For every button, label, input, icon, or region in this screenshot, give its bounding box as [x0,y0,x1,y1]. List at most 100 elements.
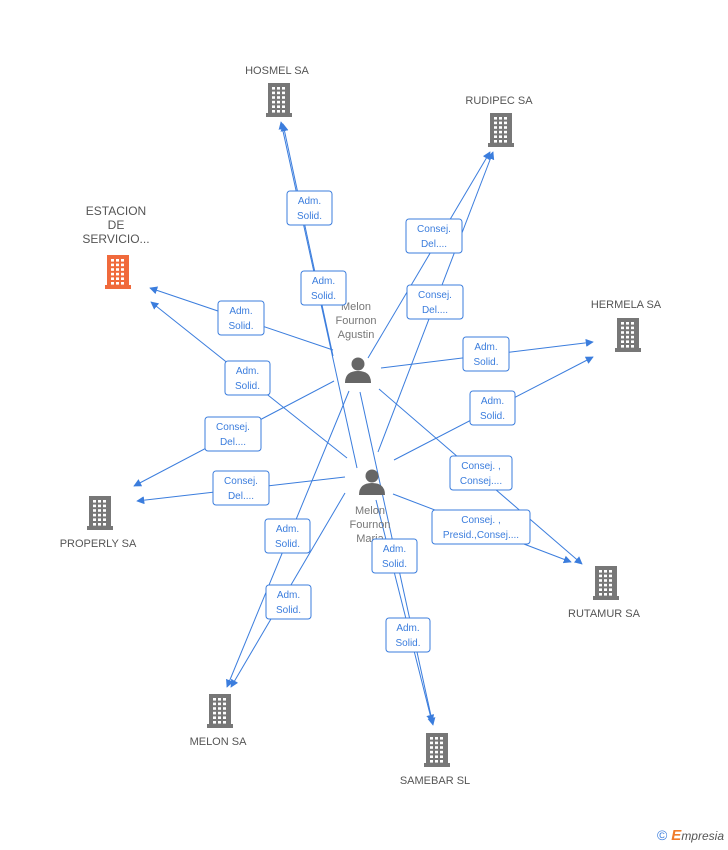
company-building-icon-rutamur[interactable] [593,566,619,600]
person-icon-agustin[interactable] [345,357,371,384]
edge-label-text: Solid. [473,357,498,368]
edge-label-text: Consej.... [460,476,502,487]
edge-label-maria-hosmel[interactable]: Adm. Solid. [300,270,347,306]
edge-label-text: Adm. [396,623,419,634]
edge-label-maria-melon[interactable]: Adm. Solid. [265,584,312,620]
edge-label-text: Solid. [297,211,322,222]
edge-label-text: Del.... [421,239,447,250]
copyright-icon: © [656,827,668,843]
edge-label-text: Solid. [395,638,420,649]
edge-label-text: Solid. [228,321,253,332]
edge-label-text: Del.... [228,491,254,502]
brand-name: mpresia [681,829,724,843]
company-label-hosmel[interactable]: HOSMEL SA [245,65,309,77]
edge-label-text: Solid. [276,605,301,616]
edge-label-text: Solid. [275,539,300,550]
person-icon-maria[interactable] [359,469,385,496]
edge-label-box[interactable] [371,538,418,574]
edge-label-text: Presid.,Consej.... [443,530,519,541]
edge-label-agustin-estacion[interactable]: Adm. Solid. [217,300,265,336]
company-label-melon[interactable]: MELON SA [190,736,248,748]
company-label-estacion[interactable]: ESTACION [86,204,146,218]
edge-label-agustin-melon[interactable]: Adm. Solid. [264,518,311,554]
edge-label-box[interactable] [431,509,531,545]
edge-label-agustin-properly[interactable]: Consej. Del.... [204,416,262,452]
edge-label-maria-rudipec[interactable]: Consej. Del.... [406,284,464,320]
edge-label-text: Consej. , [461,515,500,526]
company-building-icon-melon[interactable] [207,694,233,728]
company-label-properly[interactable]: PROPERLY SA [60,538,137,550]
edge-label-maria-hermela[interactable]: Adm. Solid. [469,390,516,426]
company-label-estacion[interactable]: DE [108,218,125,232]
edge-maria-to-samebar [375,499,435,723]
company-label-rudipec[interactable]: RUDIPEC SA [465,95,533,107]
edge-label-text: Adm. [277,590,300,601]
edge-label-box[interactable] [385,617,431,653]
edge-label-text: Adm. [229,306,252,317]
edge-label-box[interactable] [406,284,464,320]
edge-label-text: Consej. , [461,461,500,472]
edge-label-text: Consej. [417,224,451,235]
edge-label-text: Solid. [480,411,505,422]
person-label-maria[interactable]: Fournon [350,519,391,531]
edge-label-box[interactable] [405,218,463,254]
edge-label-maria-properly[interactable]: Consej. Del.... [212,470,270,506]
edge-label-text: Consej. [216,422,250,433]
person-label-agustin[interactable]: Agustin [338,329,375,341]
edge-label-box[interactable] [265,584,312,620]
edge-label-box[interactable] [217,300,265,336]
edge-label-text: Consej. [418,290,452,301]
edge-label-text: Solid. [311,291,336,302]
edge-label-text: Adm. [481,396,504,407]
edge-label-box[interactable] [449,455,513,491]
edge-label-text: Adm. [236,366,259,377]
edge-label-box[interactable] [264,518,311,554]
company-building-icon-hermela[interactable] [615,318,641,352]
edge-agustin-to-rudipec [367,151,491,359]
edge-label-agustin-rutamur[interactable]: Consej. , Consej.... [449,455,513,491]
edge-label-maria-samebar[interactable]: Adm. Solid. [371,538,418,574]
edge-label-agustin-rudipec[interactable]: Consej. Del.... [405,218,463,254]
edge-label-agustin-samebar[interactable]: Adm. Solid. [385,617,431,653]
nodes-layer: HOSMEL SA RUDIPEC SA ESTACIONDESERVICIO...… [60,65,662,787]
edge-label-box[interactable] [204,416,262,452]
edge-label-box[interactable] [212,470,270,506]
edge-label-box[interactable] [300,270,347,306]
edge-label-text: Adm. [383,544,406,555]
edge-label-text: Solid. [235,381,260,392]
person-label-agustin[interactable]: Fournon [336,315,377,327]
edge-labels-layer: Adm.Solid.Adm.Solid.Consej.Del....Consej… [204,190,531,653]
edge-label-agustin-hermela[interactable]: Adm. Solid. [462,336,510,372]
edge-label-text: Solid. [382,559,407,570]
brand-logo-letter: E [671,827,682,844]
company-label-estacion[interactable]: SERVICIO... [82,232,149,246]
edge-label-box[interactable] [469,390,516,426]
company-building-icon-rudipec[interactable] [488,113,514,147]
edge-label-maria-estacion[interactable]: Adm. Solid. [224,360,271,396]
person-label-agustin[interactable]: Melon [341,301,371,313]
edge-label-box[interactable] [462,336,510,372]
company-label-samebar[interactable]: SAMEBAR SL [400,775,470,787]
edges-layer [133,121,594,726]
company-building-icon-properly[interactable] [87,496,113,530]
edge-agustin-to-hosmel [280,123,334,357]
edge-label-box[interactable] [224,360,271,396]
company-building-icon-estacion[interactable] [105,255,131,289]
edge-label-maria-rutamur[interactable]: Consej. , Presid.,Consej.... [431,509,531,545]
edge-label-text: Adm. [474,342,497,353]
company-building-icon-hosmel[interactable] [266,83,292,117]
edge-label-box[interactable] [286,190,333,226]
edge-label-text: Adm. [298,196,321,207]
edge-label-text: Adm. [312,276,335,287]
person-label-maria[interactable]: Melon [355,505,385,517]
company-label-hermela[interactable]: HERMELA SA [591,299,662,311]
company-label-rutamur[interactable]: RUTAMUR SA [568,608,641,620]
edge-label-text: Adm. [276,524,299,535]
company-building-icon-samebar[interactable] [424,733,450,767]
footer-brand[interactable]: ©Empresia [657,827,724,844]
edge-label-text: Consej. [224,476,258,487]
edge-label-text: Del.... [220,437,246,448]
edge-label-text: Del.... [422,305,448,316]
edge-label-agustin-hosmel[interactable]: Adm. Solid. [286,190,333,226]
